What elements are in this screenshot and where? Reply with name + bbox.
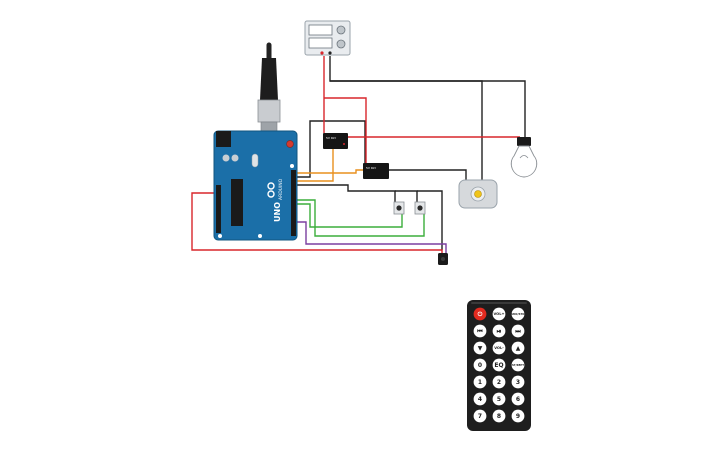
remote-button-6-1[interactable]: 8 <box>492 409 506 423</box>
ir-receiver[interactable] <box>438 253 448 265</box>
remote-button-0-1[interactable]: VOL+ <box>492 307 506 321</box>
wire-orange-relay2-signal[interactable] <box>297 169 365 174</box>
remote-button-label: ▲ <box>516 345 521 352</box>
motor-shaft-icon <box>474 190 482 198</box>
psu-terminal-positive[interactable] <box>320 51 324 55</box>
dc-jack <box>216 131 231 147</box>
wire-purple-ir-signal[interactable] <box>297 221 447 255</box>
capacitor-2 <box>231 154 239 162</box>
remote-button-label: ⏻ <box>478 311 483 318</box>
remote-button-label: ⏯ <box>497 328 502 335</box>
wire-black-button-common[interactable] <box>417 190 443 250</box>
dc-motor[interactable] <box>458 179 498 209</box>
wire-black-relay2-motor[interactable] <box>388 169 467 190</box>
remote-button-2-2[interactable]: ▲ <box>511 341 525 355</box>
capacitor-1 <box>222 154 230 162</box>
remote-button-label: VOL- <box>494 346 504 350</box>
remote-button-0-0[interactable]: ⏻ <box>473 307 487 321</box>
remote-buttons: ⏻ VOL+ FUNC/STOP ⏮ ⏯ ⏭ ▼ VOL- ▲ 0 EQ ST/REPT 1 2 3 4 5 6 7… <box>473 307 527 423</box>
remote-button-label: VOL+ <box>493 312 504 316</box>
remote-button-label: ⏭ <box>515 328 521 335</box>
remote-button-label: 5 <box>497 396 501 403</box>
reset-button[interactable] <box>286 140 294 148</box>
wire-black-relay1-coil[interactable] <box>297 120 366 178</box>
remote-button-3-0[interactable]: 0 <box>473 358 487 372</box>
remote-button-label: FUNC/STOP <box>510 312 527 316</box>
arduino-uno-board[interactable]: ARDUINO UNO <box>213 130 298 241</box>
remote-button-4-0[interactable]: 1 <box>473 375 487 389</box>
remote-button-label: 6 <box>516 396 520 403</box>
remote-button-5-0[interactable]: 4 <box>473 392 487 406</box>
bulb-filament-icon <box>519 155 529 159</box>
wire-orange-relay1-signal[interactable] <box>297 148 334 182</box>
mount-hole-1 <box>218 234 222 238</box>
pushbutton-1[interactable] <box>393 201 405 215</box>
remote-button-2-1[interactable]: VOL- <box>492 341 506 355</box>
remote-button-label: 1 <box>478 379 482 386</box>
remote-button-4-1[interactable]: 2 <box>492 375 506 389</box>
crystal <box>251 153 259 168</box>
remote-button-5-1[interactable]: 5 <box>492 392 506 406</box>
remote-button-3-1[interactable]: EQ <box>492 358 506 372</box>
remote-button-label: 8 <box>497 413 501 420</box>
remote-button-1-2[interactable]: ⏭ <box>511 324 525 338</box>
remote-button-1-0[interactable]: ⏮ <box>473 324 487 338</box>
remote-button-3-2[interactable]: ST/REPT <box>511 358 525 372</box>
psu-knob-top[interactable] <box>336 25 346 35</box>
remote-button-0-2[interactable]: FUNC/STOP <box>510 307 527 321</box>
wire-green-button1[interactable] <box>297 199 425 237</box>
arduino-logo-icon <box>267 182 275 198</box>
remote-button-6-2[interactable]: 9 <box>511 409 525 423</box>
psu-knob-bottom[interactable] <box>336 39 346 49</box>
atmega-chip <box>231 179 243 226</box>
remote-button-label: 9 <box>516 413 520 420</box>
remote-button-label: 0 <box>478 362 482 369</box>
relay-2-label: 5V RLY <box>366 166 376 170</box>
pushbutton-2[interactable] <box>414 201 426 215</box>
remote-button-6-0[interactable]: 7 <box>473 409 487 423</box>
remote-button-1-1[interactable]: ⏯ <box>492 324 506 338</box>
arduino-brand-label: ARDUINO <box>278 178 284 200</box>
relay-1[interactable]: 5V RLY <box>323 133 348 149</box>
wire-red-5v-to-ir[interactable] <box>191 192 443 255</box>
power-supply[interactable] <box>304 20 351 56</box>
wires <box>191 56 526 255</box>
mount-hole-3 <box>258 234 262 238</box>
relay-1-label: 5V RLY <box>326 136 336 140</box>
wire-black-gnd-bus[interactable] <box>297 184 396 210</box>
wire-black-psu-to-motor[interactable] <box>330 80 483 182</box>
usb-cable[interactable] <box>257 42 281 133</box>
wire-red-psu-to-relay2[interactable] <box>324 97 367 165</box>
remote-button-5-2[interactable]: 6 <box>511 392 525 406</box>
psu-display-top <box>308 24 333 36</box>
relay-2[interactable]: 5V RLY <box>363 163 389 179</box>
remote-button-4-2[interactable]: 3 <box>511 375 525 389</box>
remote-button-label: 3 <box>516 379 520 386</box>
power-header[interactable] <box>216 185 221 233</box>
wire-green-button2[interactable] <box>297 203 403 228</box>
light-bulb[interactable] <box>510 137 538 178</box>
remote-button-label: 4 <box>478 396 482 403</box>
remote-button-label: ⏮ <box>477 328 483 335</box>
ir-remote[interactable]: ⏻ VOL+ FUNC/STOP ⏮ ⏯ ⏭ ▼ VOL- ▲ 0 EQ ST/REPT 1 2 3 4 5 6 7… <box>467 300 531 431</box>
remote-button-label: 7 <box>478 413 482 420</box>
remote-button-label: ▼ <box>478 345 483 352</box>
arduino-model-label: UNO <box>273 202 282 222</box>
relay-1-pin-nc[interactable] <box>343 143 345 145</box>
remote-button-label: ST/REPT <box>512 363 524 367</box>
digital-header[interactable] <box>291 170 296 236</box>
remote-button-label: EQ <box>494 362 503 369</box>
remote-button-label: 2 <box>497 379 501 386</box>
remote-button-2-0[interactable]: ▼ <box>473 341 487 355</box>
psu-display-bottom <box>308 37 333 49</box>
mount-hole-2 <box>290 164 294 168</box>
psu-terminal-negative[interactable] <box>328 51 332 55</box>
